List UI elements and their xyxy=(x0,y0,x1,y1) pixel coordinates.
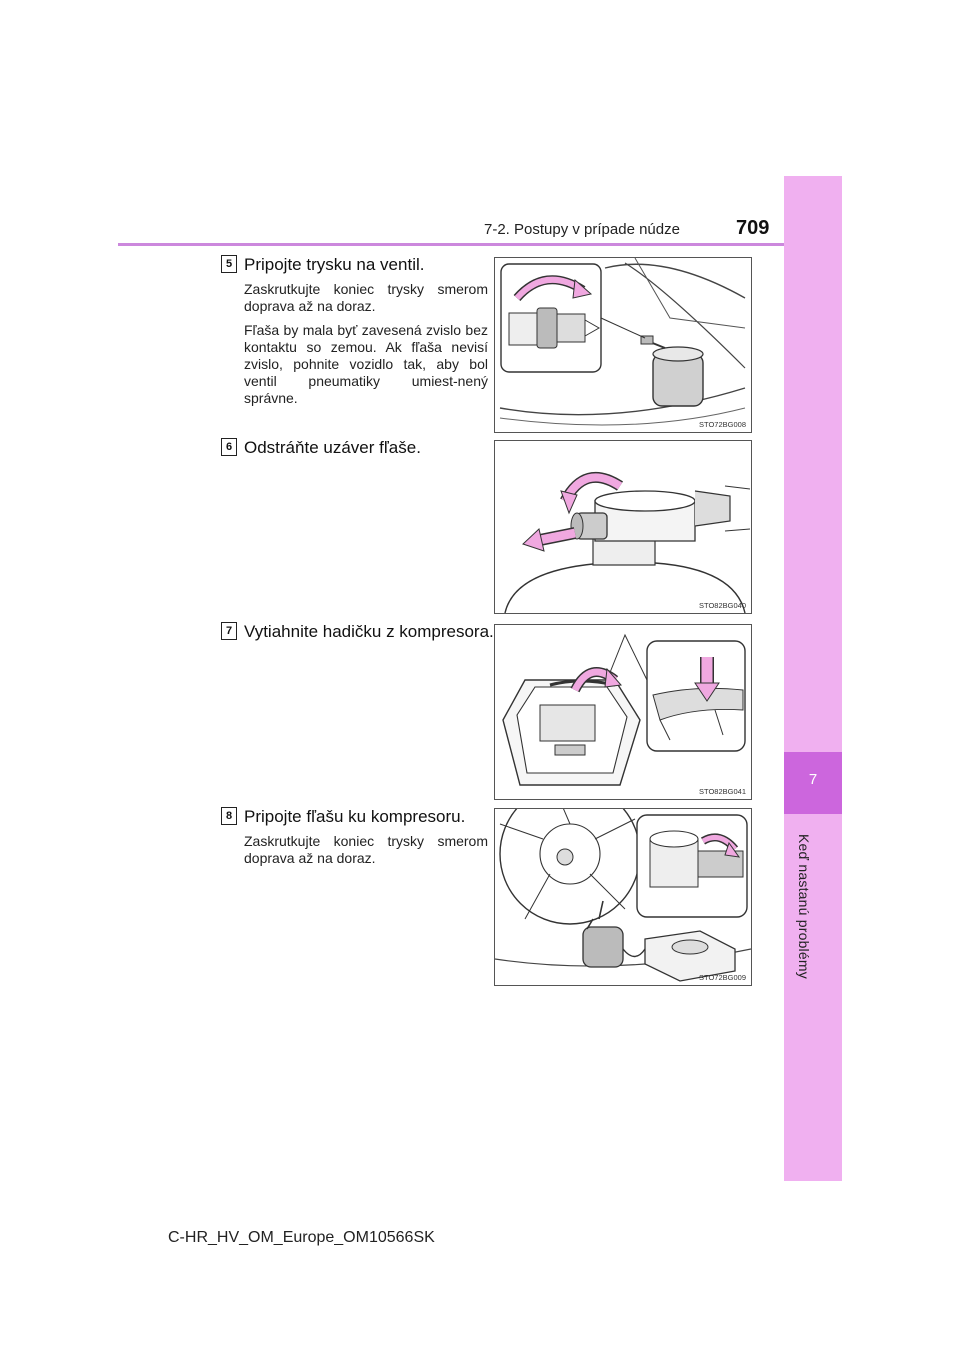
chapter-title: Keď nastanú problémy xyxy=(796,834,812,979)
nozzle-valve-illustration xyxy=(499,258,746,426)
step-badge-8: 8 xyxy=(221,807,237,825)
page-number: 709 xyxy=(736,217,770,239)
bottle-compressor-illustration xyxy=(495,809,751,982)
figure-attach-nozzle: STO72BG008 xyxy=(494,257,752,433)
header-divider xyxy=(118,243,784,246)
chapter-tab-highlight xyxy=(784,752,842,814)
step-7-title: Vytiahnite hadičku z kompresora. xyxy=(244,622,494,641)
step-badge-7: 7 xyxy=(221,622,237,640)
step-5-title: Pripojte trysku na ventil. xyxy=(244,255,425,274)
figure-code: STO72BG008 xyxy=(699,420,746,429)
step-6-title: Odstráňte uzáver fľaše. xyxy=(244,438,421,457)
figure-code: STO72BG009 xyxy=(699,973,746,982)
step-5-text-2: Fľaša by mala byť zavesená zvislo bez ko… xyxy=(244,322,488,406)
step-badge-5: 5 xyxy=(221,255,237,273)
figure-connect-bottle: STO72BG009 xyxy=(494,808,752,986)
figure-pull-hose: STO82BG041 xyxy=(494,624,752,800)
figure-code: STO82BG040 xyxy=(699,601,746,610)
chapter-side-tab: 7 Keď nastanú problémy xyxy=(784,176,842,1181)
step-8-title: Pripojte fľašu ku kompresoru. xyxy=(244,807,466,826)
figure-remove-cap: STO82BG040 xyxy=(494,440,752,614)
step-8-text-1: Zaskrutkujte koniec trysky smerom doprav… xyxy=(244,833,488,866)
section-title: 7-2. Postupy v prípade núdze xyxy=(484,221,680,238)
bottle-cap-illustration xyxy=(504,471,751,613)
document-id: C-HR_HV_OM_Europe_OM10566SK xyxy=(168,1229,435,1246)
figure-code: STO82BG041 xyxy=(699,787,746,796)
step-5-text-1: Zaskrutkujte koniec trysky smerom doprav… xyxy=(244,281,488,314)
step-badge-6: 6 xyxy=(221,438,237,456)
compressor-hose-illustration xyxy=(502,633,746,786)
chapter-number: 7 xyxy=(808,771,818,788)
